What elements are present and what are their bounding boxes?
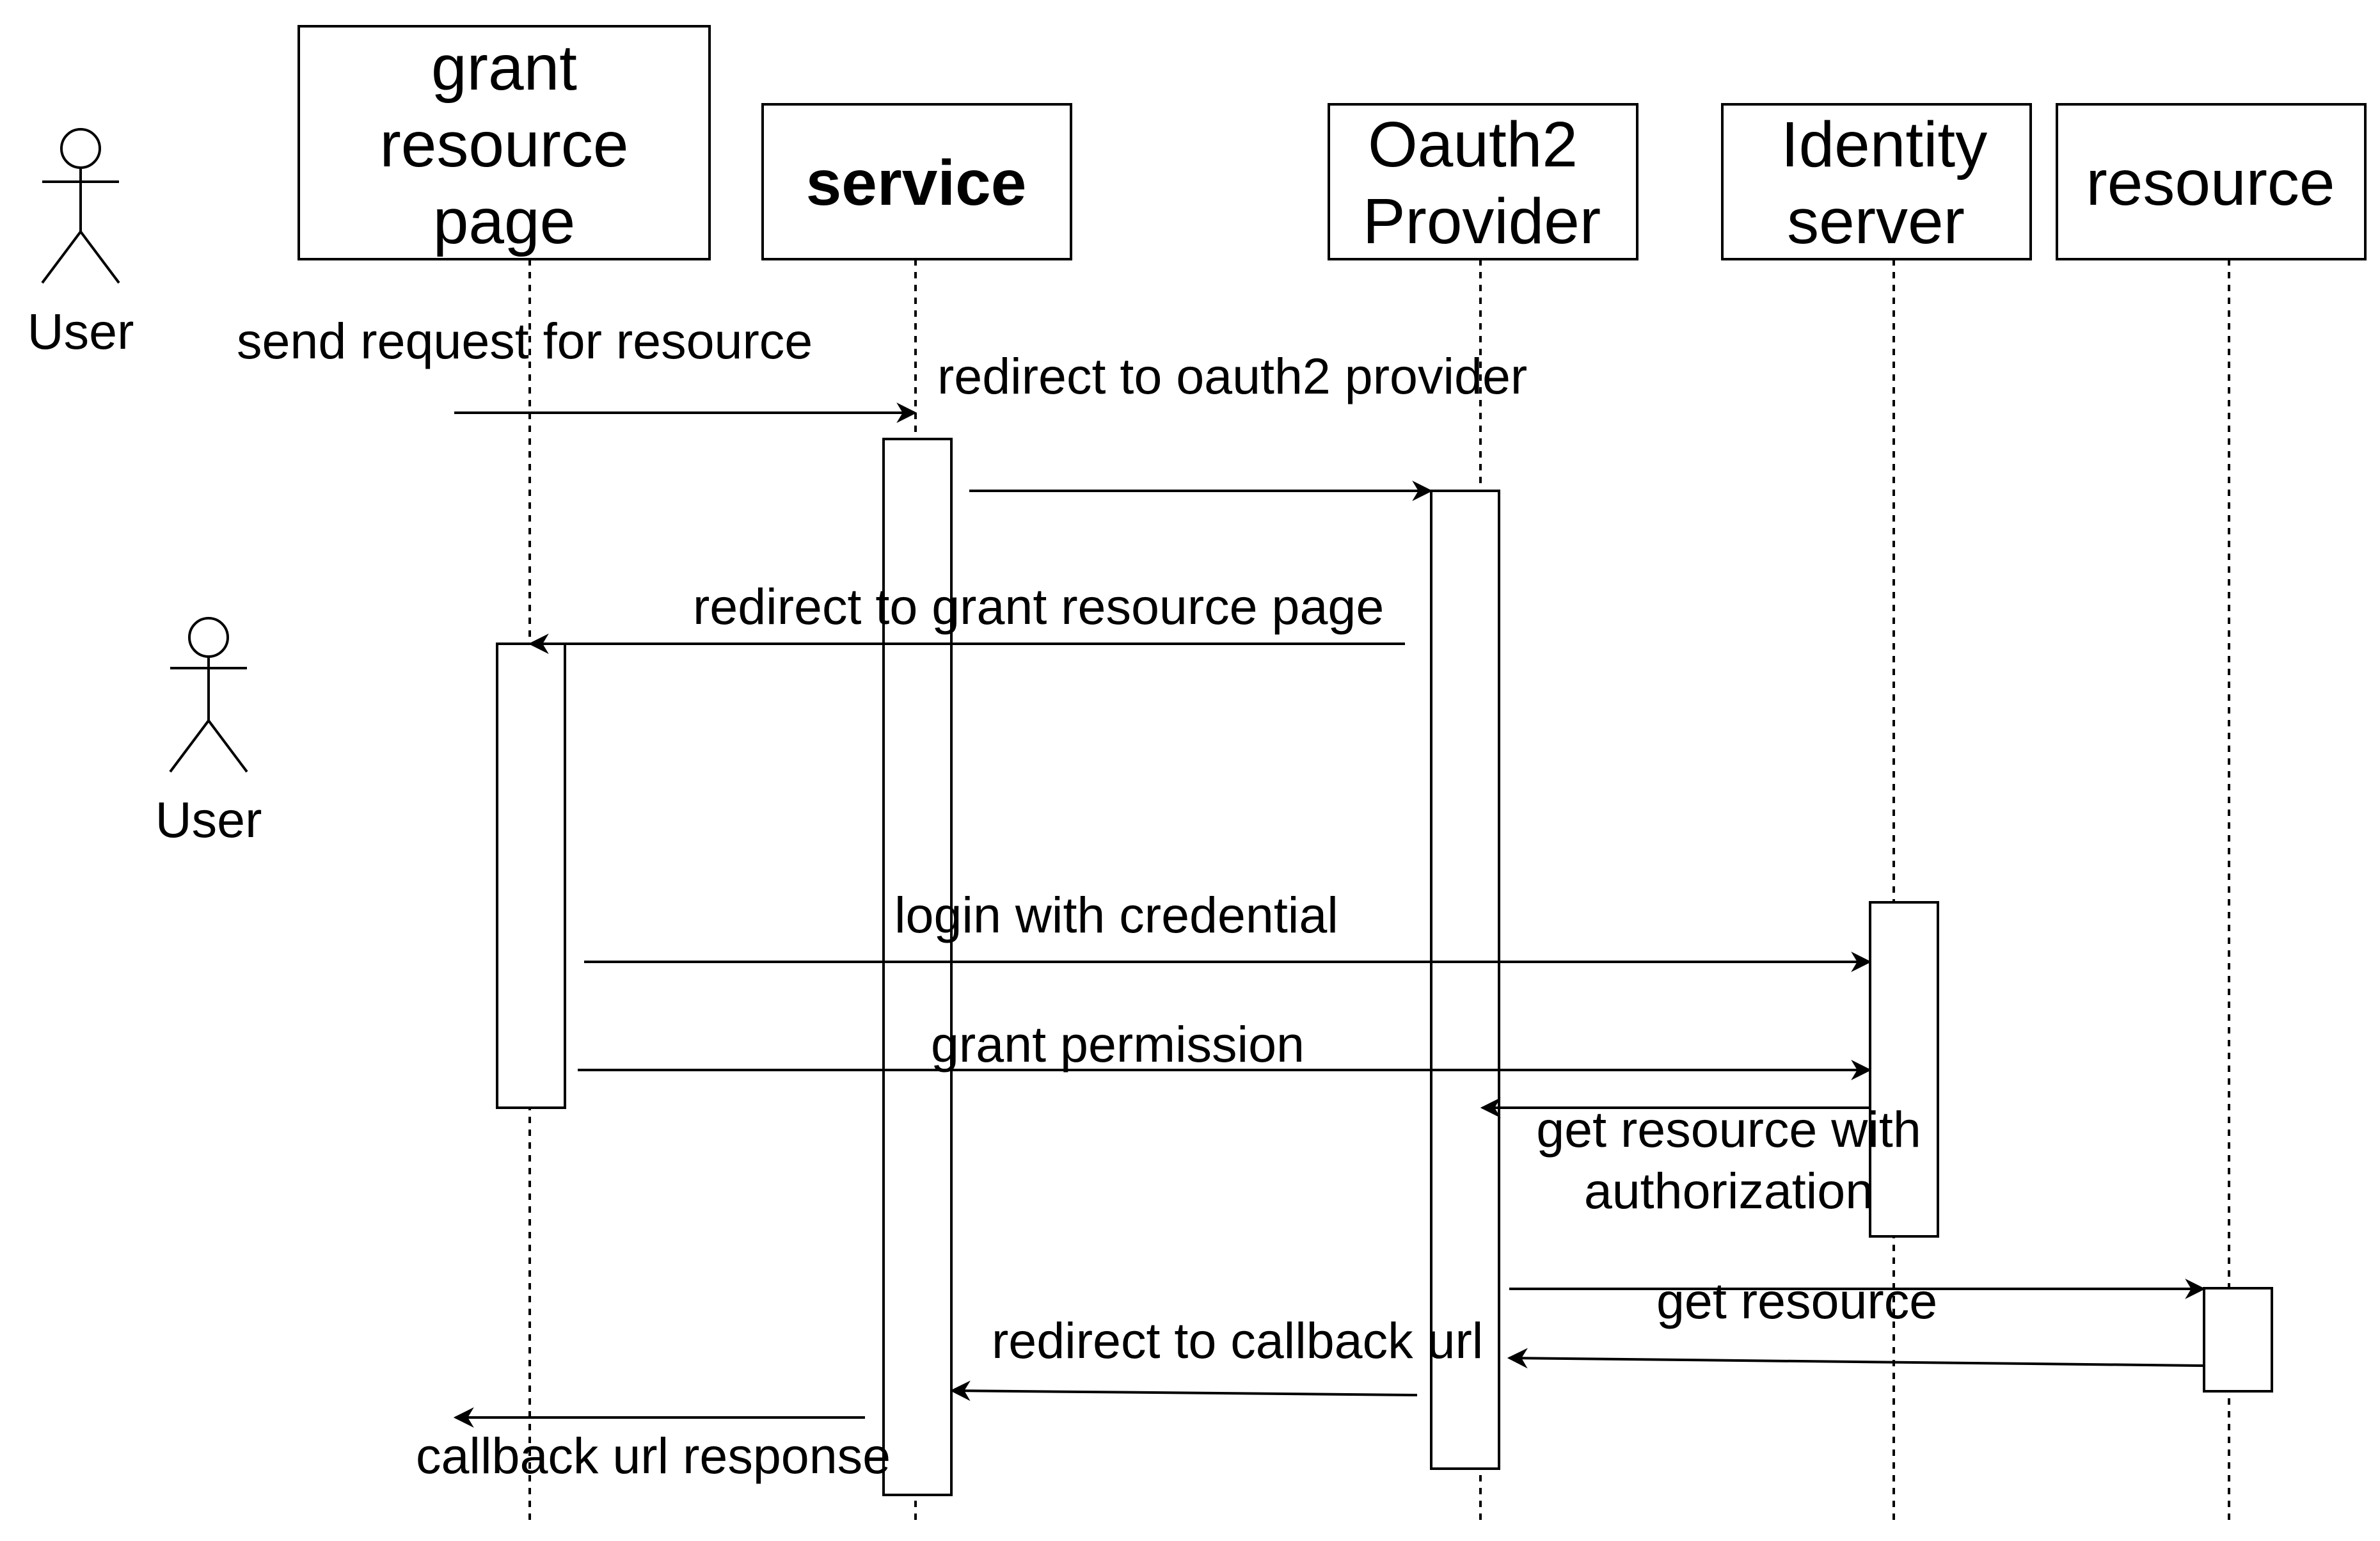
message-arrow (949, 1380, 1418, 1401)
participant-label: resource (2086, 147, 2335, 219)
message-label: authorization (1584, 1162, 1873, 1219)
message-label: redirect to oauth2 provider (937, 347, 1527, 404)
participant-box (298, 25, 711, 260)
participant-box (761, 103, 1072, 260)
activation-oauth2 (1430, 490, 1500, 1470)
activations (496, 438, 2273, 1496)
message-label: grant permission (931, 1016, 1305, 1073)
participant-grant-page: grant resource page (298, 25, 711, 260)
message-labels: send request for resource redirect to oa… (237, 312, 1937, 1484)
actor-head-icon (60, 128, 101, 169)
participant-label: service (806, 147, 1027, 219)
message-label: redirect to callback url (992, 1312, 1483, 1369)
actor-label: User (28, 303, 134, 360)
actor-user-2: User (155, 617, 262, 848)
participant-resource: resource (2056, 103, 2367, 260)
message-arrow (1507, 1348, 2204, 1369)
participant-label: page (433, 186, 575, 257)
participant-label: server (1787, 186, 1965, 257)
participant-box (2056, 103, 2367, 260)
participant-box (1328, 103, 1638, 260)
actor-user-1: User (28, 128, 134, 360)
participant-label: Identity (1781, 109, 1987, 180)
message-label: login with credential (894, 886, 1338, 943)
activation-grant-page (496, 643, 566, 1109)
message-label: redirect to grant resource page (693, 578, 1384, 635)
participant-label: Oauth2 (1368, 109, 1578, 180)
actor-label: User (155, 791, 262, 848)
message-label: send request for resource (237, 312, 813, 369)
participant-label: grant (431, 32, 577, 104)
activation-service (882, 438, 953, 1496)
message-label: get resource (1656, 1272, 1937, 1329)
actor-head-icon (188, 617, 229, 658)
actor-leg-left (41, 230, 82, 284)
actor-leg-left (169, 719, 210, 773)
actor-leg-right (79, 230, 120, 284)
message-label: get resource with (1536, 1101, 1921, 1158)
participant-identity: Identity server (1721, 103, 2032, 260)
participant-service: service (761, 103, 1072, 260)
participant-label: resource (379, 109, 628, 180)
participant-oauth2: Oauth2 Provider (1328, 103, 1638, 260)
activation-resource (2203, 1287, 2273, 1393)
message-label: callback url response (416, 1427, 891, 1484)
participant-box (1721, 103, 2032, 260)
participant-label: Provider (1363, 186, 1601, 257)
activation-identity (1869, 901, 1939, 1238)
messages (453, 403, 2206, 1428)
actor-leg-right (207, 719, 248, 773)
